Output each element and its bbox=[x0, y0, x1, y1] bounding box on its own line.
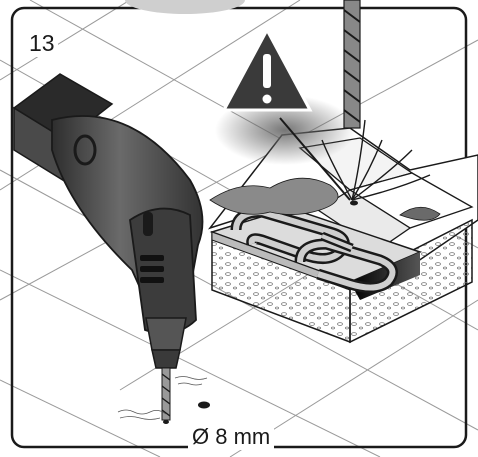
power-drill-icon bbox=[12, 73, 204, 421]
drill-bit-top bbox=[343, 0, 361, 129]
warning-glow bbox=[215, 95, 355, 165]
warning-triangle-icon bbox=[221, 26, 313, 112]
bit-tip-point bbox=[163, 420, 169, 424]
diameter-label: Ø 8 mm bbox=[188, 424, 275, 450]
hole-mark-floor bbox=[198, 401, 210, 409]
warning-pointer bbox=[279, 117, 351, 201]
drill-dust bbox=[117, 376, 208, 420]
sparks bbox=[321, 119, 431, 201]
hole-mark bbox=[350, 200, 358, 206]
top-shadow bbox=[125, 0, 245, 14]
step-number: 13 bbox=[26, 30, 58, 57]
damage-splash bbox=[209, 177, 441, 221]
